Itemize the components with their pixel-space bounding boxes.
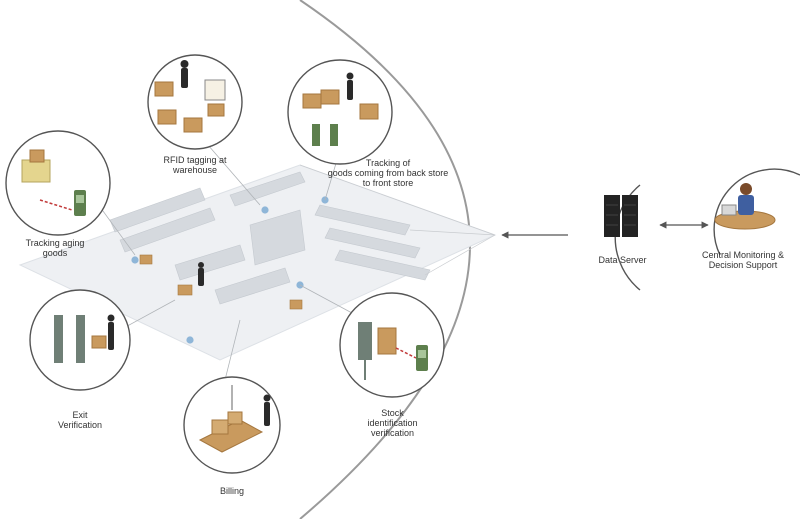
billing-label: Billing [219,486,244,496]
billing-node [183,376,281,474]
aging-goods-node [5,130,111,236]
exit-verification-label: Exit Verification [57,410,103,430]
data-server-node [604,184,641,291]
exit-verification-node [29,289,131,391]
central-monitoring-node [713,168,800,256]
aging-goods-icon [21,149,86,216]
goods-tracking-label: Tracking of goods coming from back store… [327,158,449,188]
rfid-tagging-node [147,54,243,150]
rfid-tagging-label: RFID tagging at warehouse [163,155,227,175]
billing-icon [198,385,271,453]
aging-goods-label: Tracking aging goods [25,238,85,258]
stock-identification-node [339,292,445,398]
operator-desk-icon [714,183,776,230]
rfid-tagging-icon [154,60,226,133]
data-server-label: Data Server [598,255,647,265]
central-monitoring-label: Central Monitoring & Decision Support [701,250,785,270]
warehouse-floor [18,164,497,361]
stock-identification-label: Stock identification verification [367,408,418,438]
goods-tracking-icon [302,72,379,146]
exit-gate-icon [54,314,115,363]
server-rack-icon [604,195,638,237]
stock-scanner-icon [358,322,428,380]
goods-tracking-node [287,59,393,165]
